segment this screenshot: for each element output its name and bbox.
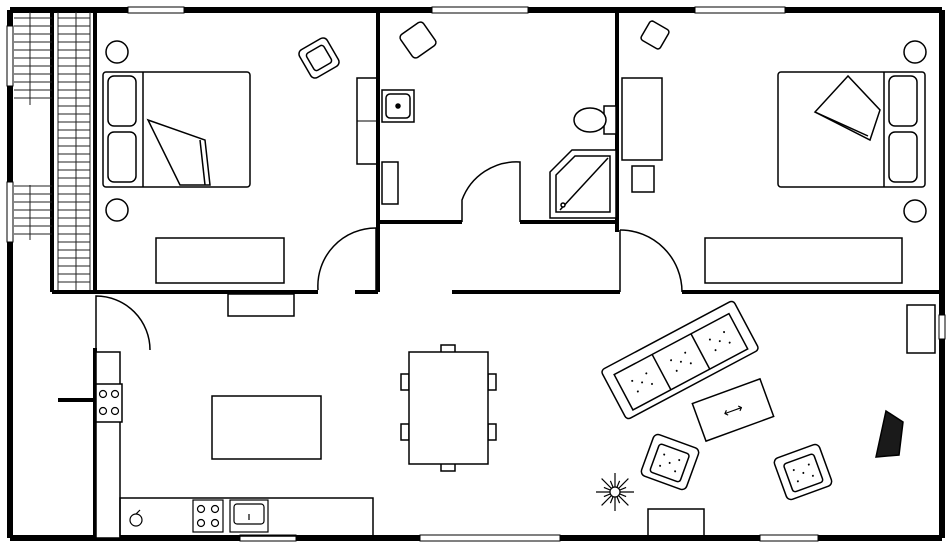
sink-icon [381,89,415,123]
chair-icon [399,21,437,59]
window-icon [431,6,529,14]
lamp-icon [903,40,927,64]
lamp-icon [903,199,927,223]
bedroom-right [619,20,927,293]
window-icon [419,534,561,542]
door-icon [95,295,151,351]
window-icon [127,6,185,14]
door-icon [317,227,377,291]
window-icon [6,25,14,87]
stove-icon [98,389,120,416]
dresser [704,237,903,284]
windows [6,6,946,542]
chair-icon [631,165,655,193]
cabinet [906,304,936,354]
sofa-icon [601,300,759,420]
window-icon [694,6,786,14]
stove-icon [192,499,224,533]
bedroom-left [102,37,378,284]
armchair-icon [640,433,700,491]
cabinet [227,293,295,317]
armchair-icon [773,443,833,501]
coffee-table: ⟷ [691,377,775,443]
arrow-icon: ⟷ [721,400,745,422]
window-icon [6,181,14,243]
window-icon [239,534,297,542]
bathroom [381,21,617,222]
lamp-icon [105,40,129,64]
table-icon [400,344,497,472]
dresser [155,237,285,284]
bed-icon [102,71,251,188]
sink-icon [229,499,269,533]
kitchen-counter-bottom [119,497,374,537]
desk [621,77,663,161]
kitchen-island [211,395,322,460]
plant-icon [596,473,634,511]
lamp-icon [105,198,129,222]
cabinet [647,508,705,537]
stairs-icon [14,12,91,290]
plant-icon [129,509,143,527]
armchair-icon [298,37,340,79]
shower-icon [549,149,617,219]
laundry-basket [381,161,399,205]
door-icon [619,229,683,293]
window-icon [759,534,819,542]
interior-walls [50,10,942,538]
chair-icon [640,20,670,50]
kitchen-counter-left [95,351,123,539]
living-kitchen: ⟷ [95,293,936,539]
bed-icon [777,71,926,188]
window-icon [938,314,946,340]
toilet-icon [573,105,617,135]
door-icon [461,161,521,222]
lamp-icon [875,409,904,458]
